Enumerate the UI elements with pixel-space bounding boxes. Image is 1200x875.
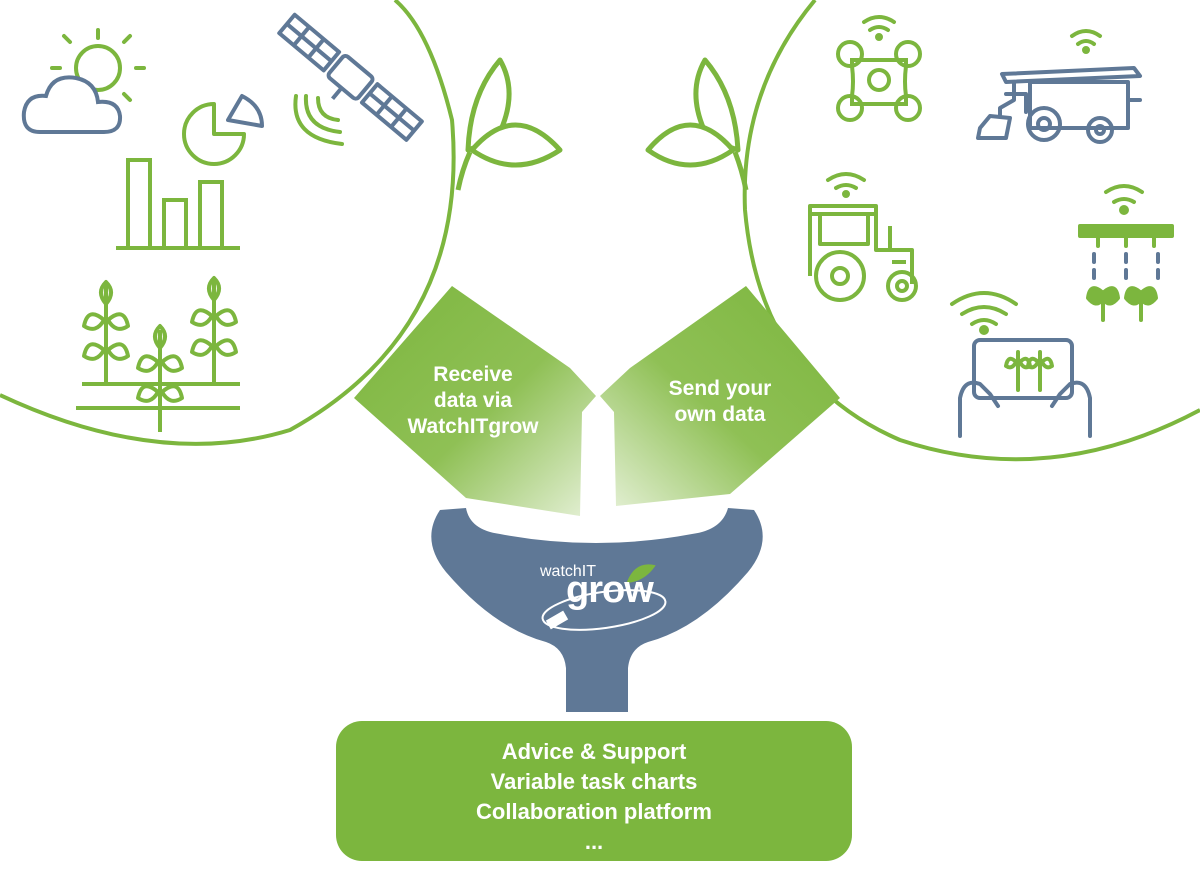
right-arrow-label: Send your own data xyxy=(640,376,800,428)
right-arrow-line: own data xyxy=(674,403,766,426)
result-line: Variable task charts xyxy=(490,769,698,794)
result-line: Collaboration platform xyxy=(476,799,712,824)
result-line: ... xyxy=(584,829,604,854)
combine-harvester-icon xyxy=(976,29,1142,144)
left-arrow-line: WatchITgrow xyxy=(407,415,539,438)
tablet-icon xyxy=(950,291,1092,438)
left-arrow-line: data via xyxy=(433,389,513,412)
left-arrow-line: Receive xyxy=(433,363,513,386)
left-arrow-label: Receive data via WatchITgrow xyxy=(388,362,558,440)
left-input-arrow xyxy=(354,286,596,516)
right-input-arrow xyxy=(600,286,840,506)
logo-emblem xyxy=(541,564,667,631)
result-line: Advice & Support xyxy=(501,739,687,764)
funnel-shape xyxy=(431,508,763,712)
drone-icon xyxy=(836,15,922,122)
logo-big-text: grow xyxy=(566,569,654,611)
pie-chart-icon xyxy=(182,94,264,166)
crop-field-icon xyxy=(76,276,240,432)
results-box: Advice & Support Variable task charts Co… xyxy=(336,721,852,861)
bar-chart-icon xyxy=(116,158,240,250)
tractor-icon xyxy=(808,172,918,302)
right-arrow-line: Send your xyxy=(668,377,772,400)
satellite-icon xyxy=(277,12,424,146)
left-circle-arc xyxy=(0,0,456,446)
sprayer-icon xyxy=(1078,184,1174,322)
right-sprout-icon xyxy=(645,57,749,191)
left-sprout-icon xyxy=(455,57,563,191)
cloud-sun-icon xyxy=(21,28,146,134)
logo-small-text: watchIT xyxy=(540,563,597,580)
